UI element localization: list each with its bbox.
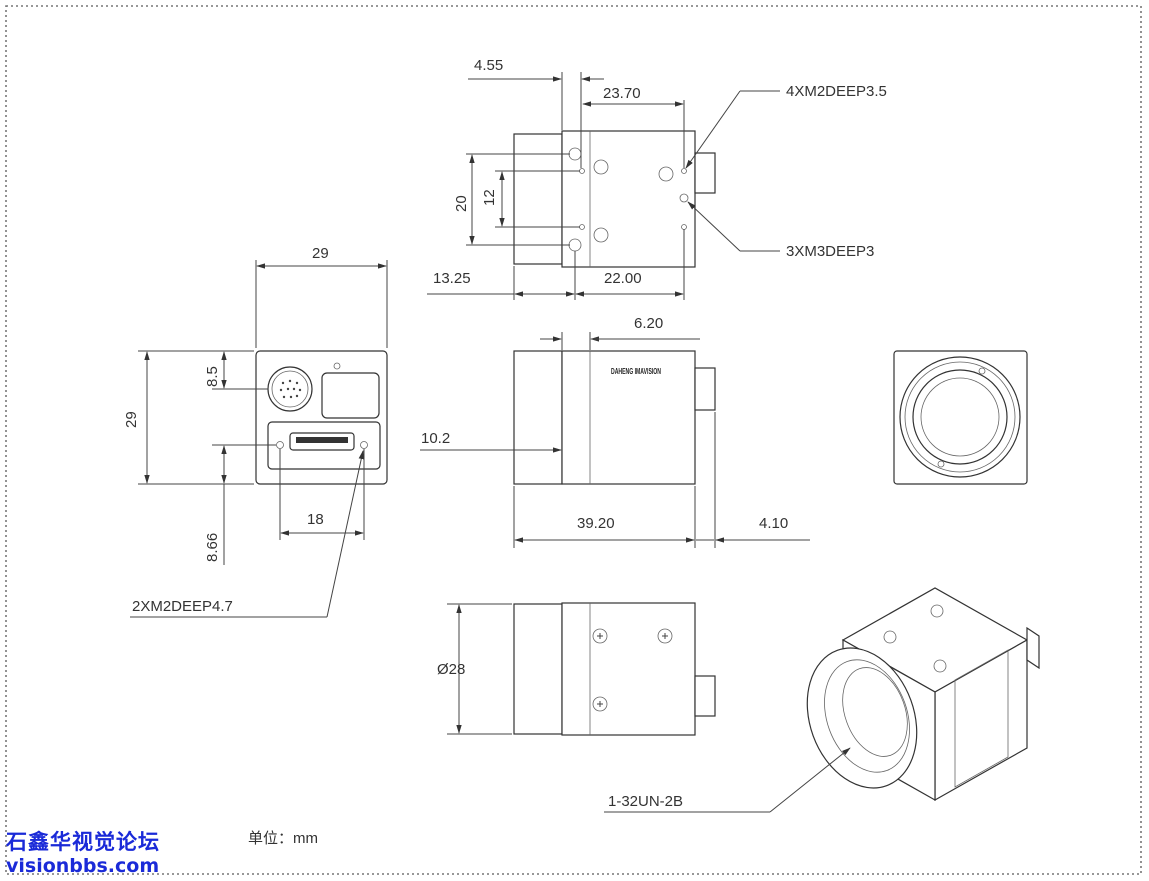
watermark-url[interactable]: visionbbs.com (6, 855, 160, 877)
dim-lens-diameter: Ø28 (437, 661, 465, 678)
dim-connector-offset: 8.5 (204, 366, 221, 387)
callout-4xm2: 4XM2DEEP3.5 (786, 83, 887, 100)
watermark-title: 石鑫华视觉论坛 (6, 830, 160, 854)
dim-screw-offset: 8.66 (204, 533, 221, 562)
callout-2xm2: 2XM2DEEP4.7 (132, 598, 233, 615)
dim-front-height: 29 (123, 411, 140, 428)
isometric-camera (806, 587, 1040, 802)
page-border (5, 5, 1142, 875)
unit-label: 单位：mm (248, 830, 318, 847)
dim-side-10-2: 10.2 (421, 430, 450, 447)
dim-top-12: 12 (481, 189, 498, 206)
dim-screw-spacing: 18 (307, 511, 324, 528)
top-view (513, 130, 716, 268)
dim-top-20: 20 (453, 195, 470, 212)
dim-top-13-25: 13.25 (433, 270, 471, 287)
side-view: DAHENG IMAVISION (513, 350, 716, 485)
rear-view (255, 350, 388, 485)
side-view-dimensions: 6.20 10.2 39.20 4.10 (420, 315, 810, 548)
dim-side-6-20: 6.20 (634, 315, 663, 332)
dim-top-22-00: 22.00 (604, 270, 642, 287)
dim-top-23-70: 23.70 (603, 85, 641, 102)
dim-front-width: 29 (312, 245, 329, 262)
dim-top-4-55: 4.55 (474, 57, 503, 74)
brand-logo: DAHENG IMAVISION (611, 366, 661, 376)
thread-callout: 1-32UN-2B (604, 747, 851, 813)
callout-thread: 1-32UN-2B (608, 793, 683, 810)
dim-side-4-10: 4.10 (759, 515, 788, 532)
dim-side-39-20: 39.20 (577, 515, 615, 532)
top-view-dimensions: 4.55 23.70 20 12 13.25 22.00 4XM2DEEP3.5… (427, 57, 887, 300)
lens-front-view (893, 350, 1028, 485)
rear-view-dimensions: 29 29 8.5 8.66 18 2XM2DEEP4.7 (123, 245, 388, 618)
callout-3xm3: 3XM3DEEP3 (786, 243, 874, 260)
bottom-view (513, 602, 716, 736)
bottom-view-dimensions: Ø28 (437, 603, 512, 735)
